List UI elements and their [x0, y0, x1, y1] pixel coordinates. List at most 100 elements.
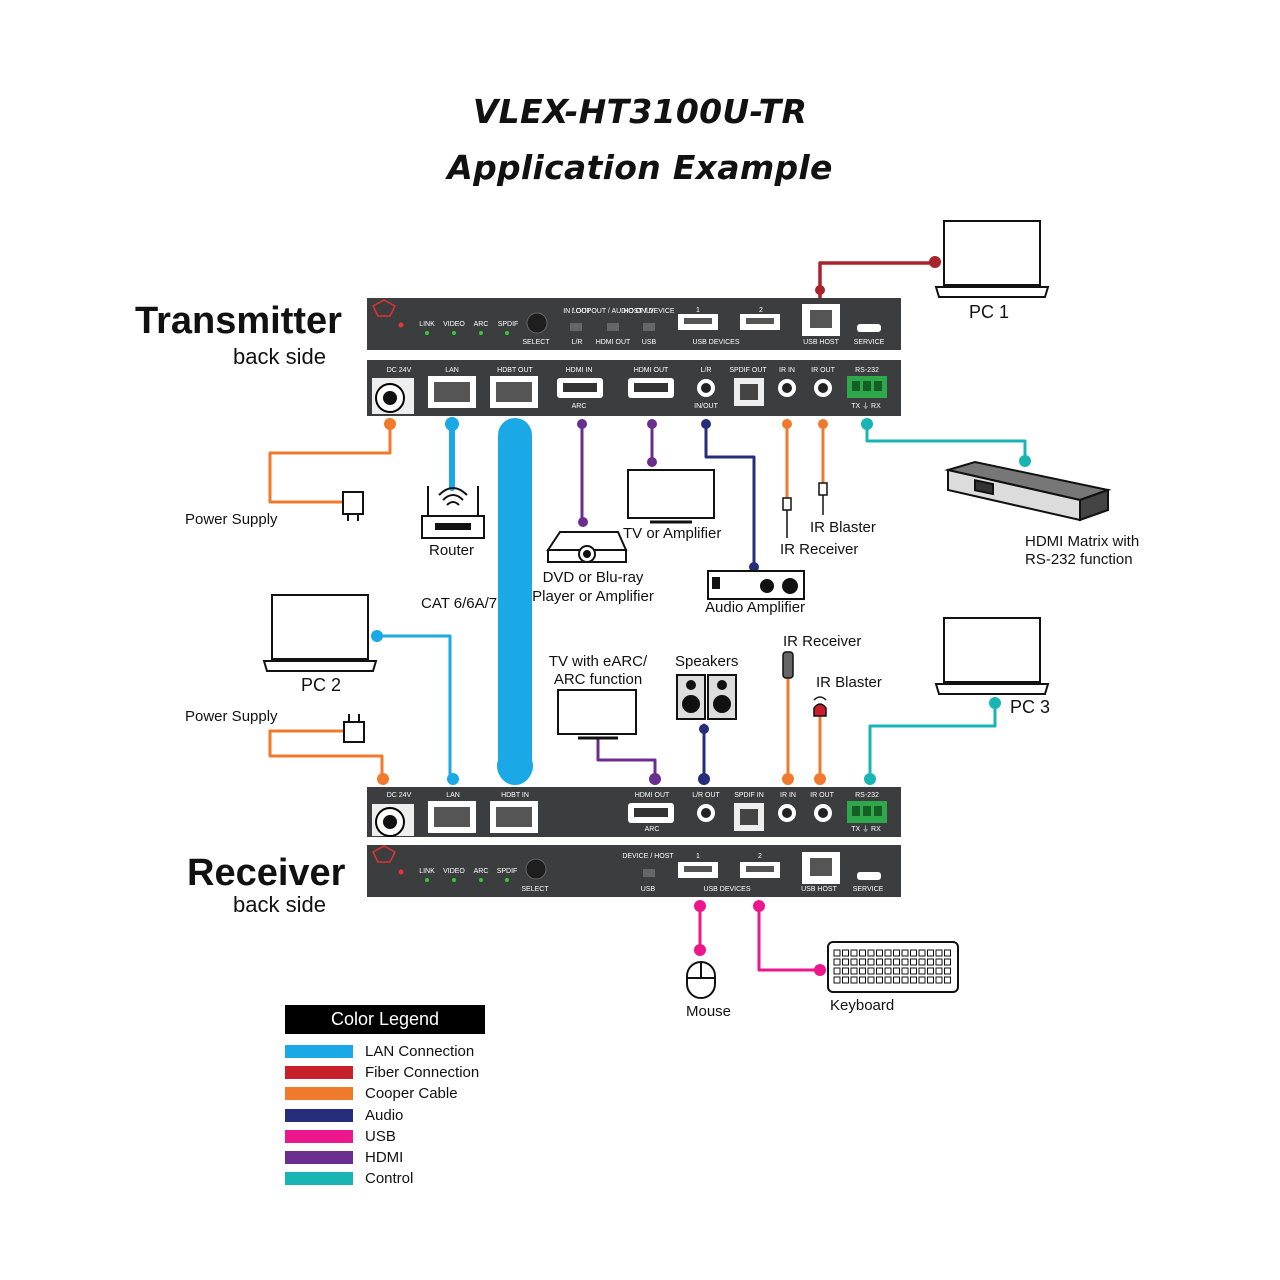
keyboard-key [859, 949, 866, 957]
matrix-label-2: RS-232 function [1025, 551, 1133, 568]
keyboard-key [893, 949, 900, 957]
cable-control-pc3 [868, 702, 997, 782]
panel-port-label: HOST / DEVICE [623, 308, 675, 315]
mouse-icon [686, 961, 716, 999]
keyboard-key [893, 958, 900, 966]
keyboard-key [927, 958, 934, 966]
transmitter-top-panel [367, 298, 901, 350]
legend-item: USB [285, 1127, 485, 1148]
ir-receiver-tx-label: IR Receiver [780, 541, 859, 558]
legend-item: Control [285, 1169, 485, 1190]
keyboard-key [867, 967, 875, 975]
cable-lan-pc2 [375, 634, 452, 782]
pc1-label: PC 1 [969, 302, 1010, 322]
panel-port-label: LAN [445, 367, 459, 374]
legend-title: Color Legend [285, 1005, 485, 1034]
panel-port-label: USB HOST [801, 886, 838, 893]
panel-port-label: LINK [419, 868, 435, 875]
tv-earc-label-2: ARC function [553, 671, 643, 688]
cable-hdmi-tv-earc [596, 738, 657, 782]
keyboard-key [935, 967, 943, 975]
panel-port-label: L/R [572, 339, 583, 346]
panel-port-label: VIDEO [443, 868, 465, 875]
panel-port-label: USB [641, 886, 656, 893]
panel-port-label: HDBT IN [501, 792, 529, 799]
legend-label: USB [365, 1127, 396, 1145]
panel-port-label: HDMI OUT [635, 792, 670, 799]
keyboard-key [850, 958, 858, 966]
tv-earc-label-1: TV with eARC/ [548, 653, 648, 670]
panel-port-label: VIDEO [443, 321, 465, 328]
panel-port-label: DC 24V [387, 367, 412, 374]
dvd-player-icon [546, 531, 628, 563]
keyboard-key [833, 958, 841, 966]
keyboard-key [918, 949, 926, 957]
panel-port-label: HDMI OUT [634, 367, 669, 374]
legend-label: Control [365, 1170, 414, 1188]
panel-port-label: IN / OUT [563, 308, 591, 315]
power-supply-tx-label: Power Supply [185, 511, 278, 528]
keyboard-key [901, 967, 909, 975]
transmitter-label: Transmitter [135, 300, 342, 342]
panel-port-label: IR IN [779, 367, 795, 374]
keyboard-key [901, 976, 909, 984]
ir-blaster-icon [813, 696, 827, 717]
panel-port-label: RS-232 [855, 792, 879, 799]
legend-label: HDMI [365, 1148, 404, 1166]
panel-port-label: HDMI OUT [596, 339, 631, 346]
panel-port-label: HDMI IN [566, 367, 593, 374]
receiver-label: Receiver [187, 852, 346, 894]
legend-item: Fiber Connection [285, 1063, 485, 1084]
legend-label: LAN Connection [365, 1043, 475, 1060]
keyboard-key [935, 958, 943, 966]
keyboard-label: Keyboard [830, 997, 895, 1014]
keyboard-key [893, 967, 900, 975]
keyboard-key [910, 976, 917, 984]
diagram-subtitle: Application Example [447, 148, 833, 187]
tv-earc-icon [557, 689, 637, 740]
panel-port-label: 2 [759, 307, 763, 314]
panel-port-label: 1 [696, 853, 700, 860]
hdmi-matrix-icon [944, 460, 1112, 522]
speakers-icon [676, 674, 737, 720]
keyboard-key [833, 949, 841, 957]
keyboard-key [884, 958, 892, 966]
keyboard-key [833, 967, 841, 975]
keyboard-key [944, 967, 951, 975]
keyboard-key [910, 958, 917, 966]
diagram-title: VLEX-HT3100U-TR [472, 92, 808, 131]
panel-port-label: TX ⏚ RX [851, 402, 881, 410]
ir-plug-icon [782, 482, 828, 538]
legend-label: Audio [365, 1106, 404, 1124]
speakers-label: Speakers [675, 653, 739, 670]
panel-port-label: SELECT [522, 339, 550, 346]
keyboard-key [893, 976, 900, 984]
panel-port-label: IN/OUT [694, 403, 718, 410]
panel-port-label: L/R OUT [692, 792, 720, 799]
panel-port-label: SPDIF [498, 321, 519, 328]
panel-port-label: LINK [419, 321, 435, 328]
router-icon [421, 486, 485, 539]
cable-audio-amp [704, 422, 756, 570]
panel-port-label: ARC [572, 403, 587, 410]
legend-swatch [285, 1108, 353, 1122]
panel-port-label: DEVICE / HOST [622, 853, 674, 860]
panel-port-label: SELECT [521, 886, 549, 893]
keyboard-key [944, 958, 951, 966]
keyboard-key [842, 958, 849, 966]
keyboard-key [876, 949, 883, 957]
legend-swatch [285, 1066, 353, 1080]
keyboard-key [859, 976, 866, 984]
panel-port-label: SPDIF [497, 868, 518, 875]
dvd-label-1: DVD or Blu-ray [542, 569, 644, 586]
panel-port-label: SPDIF IN [734, 792, 764, 799]
panel-port-label: L/R [701, 367, 712, 374]
receiver-sublabel: back side [233, 892, 326, 917]
router-label: Router [429, 542, 475, 559]
keyboard-key [867, 949, 875, 957]
panel-port-label: LOOPOUT / AUDIO ONLY [572, 308, 655, 315]
keyboard-key [884, 967, 892, 975]
tv-amplifier-label: TV or Amplifier [623, 525, 722, 542]
keyboard-key [850, 967, 858, 975]
